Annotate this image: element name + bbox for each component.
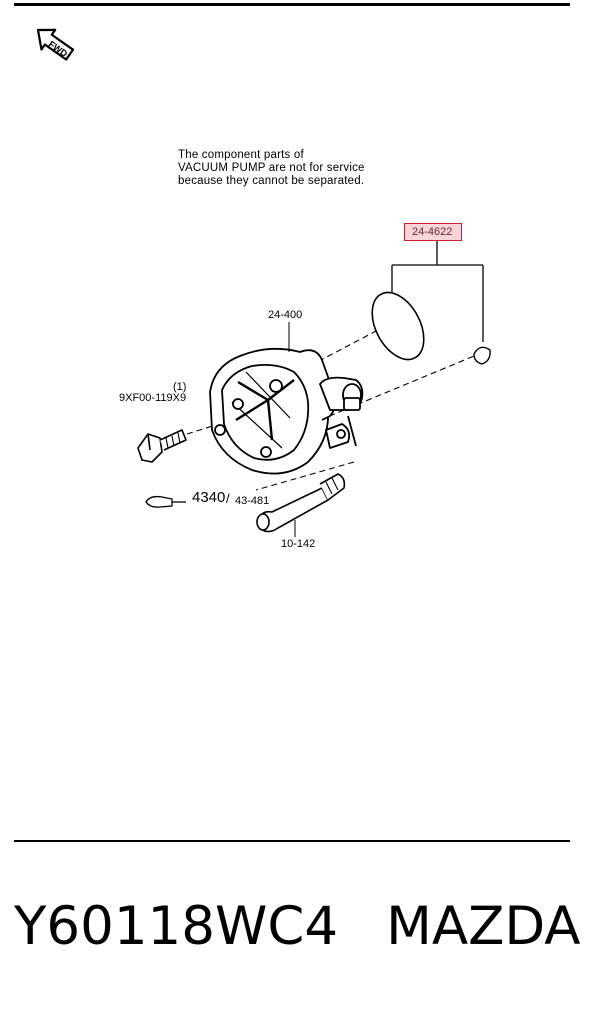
seal-cap	[473, 346, 491, 365]
grease-separator: /	[226, 491, 230, 506]
service-note: The component parts of VACUUM PUMP are n…	[178, 149, 438, 188]
vacuum-pump	[209, 347, 364, 475]
note-line: VACUUM PUMP are not for service	[178, 162, 365, 174]
note-line: The component parts of	[178, 149, 304, 161]
grease-code-label: 4340	[192, 489, 226, 506]
gasket-kit-label: 24-4622	[412, 226, 453, 238]
fwd-arrow-icon: FWD	[36, 28, 75, 61]
pump-part-label: 24-400	[268, 309, 303, 321]
maker-name: MAZDA	[386, 896, 581, 957]
top-rule	[14, 3, 570, 6]
gasket-kit-callout[interactable]: 24-4622	[404, 223, 462, 241]
assembly-dashed-lines	[186, 329, 475, 491]
grease-icon	[145, 495, 186, 508]
o-ring-gasket	[371, 291, 425, 361]
bottom-rule	[14, 840, 570, 842]
bolt-part-label: 9XF00-119X9	[119, 392, 187, 404]
part-number: Y60118WC4	[14, 896, 339, 957]
vacuum-pump-diagram: FWD	[36, 28, 491, 537]
mounting-bolt	[137, 429, 187, 463]
guide-pin	[256, 473, 346, 533]
grease-sub-label: 43-481	[235, 495, 270, 507]
kit-bracket	[391, 241, 484, 342]
footer-caption: Y60118WC4 MAZDA	[14, 896, 581, 957]
bolt-qty-label: (1)	[173, 381, 187, 393]
note-line: because they cannot be separated.	[178, 175, 365, 187]
pin-part-label: 10-142	[281, 538, 316, 550]
